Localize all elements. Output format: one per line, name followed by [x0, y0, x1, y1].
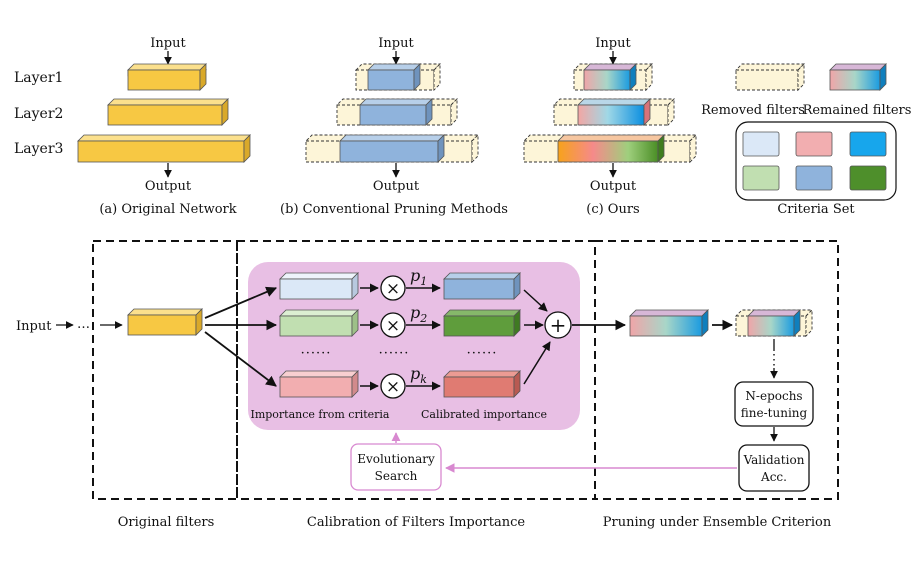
input-dots: … — [77, 317, 90, 332]
criteria-swatch-3 — [849, 131, 887, 157]
prob-label-k: pk — [410, 364, 427, 386]
section-label-pruning: Pruning under Ensemble Criterion — [603, 515, 832, 530]
vertical-dots: ⋮ — [767, 352, 781, 368]
pruned-filter-block — [734, 308, 814, 338]
frame-original-filters — [92, 240, 238, 500]
filter-block-layer3-a — [77, 134, 251, 163]
panel-conventional-pruning: Input — [280, 36, 508, 217]
validation-line-2: Acc. — [760, 470, 787, 484]
validation-box: Validation Acc. — [738, 444, 810, 492]
criterion-block-k — [279, 370, 359, 398]
multiply-symbol-1: × — [386, 279, 400, 299]
caption-c: (c) Ours — [586, 202, 639, 217]
panel-ours: Input — [522, 36, 698, 217]
layer1-label: Layer1 — [14, 70, 63, 86]
output-label-a: Output — [145, 179, 192, 194]
criteria-swatch-1 — [742, 131, 780, 157]
layer2-label: Layer2 — [14, 106, 63, 122]
remained-block-layer2-b — [359, 98, 433, 126]
filter-block-layer2-a — [107, 98, 229, 126]
panel-original-network: Input Layer1 Layer2 Layer3 Output (a) Or… — [14, 36, 251, 217]
criterion-block-2 — [279, 309, 359, 337]
criteria-set-title: Criteria Set — [777, 202, 855, 217]
remained-block-layer3-c — [557, 134, 665, 163]
remained-block-layer1-c — [583, 63, 637, 91]
row-ellipsis-3: ······ — [467, 346, 498, 361]
finetune-box: N-epochs fine-tuning — [734, 381, 814, 427]
criteria-swatch-4 — [742, 165, 780, 191]
input-label-b: Input — [378, 36, 414, 51]
multiply-op-2: × — [380, 312, 406, 338]
prob-label-2: p2 — [410, 303, 427, 325]
evo-search-line-1: Evolutionary — [357, 452, 435, 466]
legend: Removed filters Remained filters Criteri… — [701, 62, 912, 217]
sum-op: + — [544, 311, 572, 339]
prob-label-1: p1 — [410, 266, 427, 288]
validation-line-1: Validation — [743, 453, 805, 467]
layer3-label: Layer3 — [14, 141, 63, 157]
legend-removed-label: Removed filters — [701, 103, 805, 118]
filter-block-layer1-a — [127, 63, 207, 91]
finetune-line-1: N-epochs — [745, 389, 802, 403]
row-ellipsis-1: ······ — [301, 346, 332, 361]
legend-removed-swatch — [734, 62, 806, 92]
row-ellipsis-2: ······ — [379, 346, 410, 361]
remained-block-layer1-b — [367, 63, 421, 91]
multiply-op-1: × — [380, 275, 406, 301]
remained-block-layer2-c — [577, 98, 651, 126]
plus-symbol: + — [550, 313, 567, 337]
criteria-swatch-2 — [795, 131, 833, 157]
section-label-calibration: Calibration of Filters Importance — [307, 515, 526, 530]
importance-from-criteria-label: Importance from criteria — [250, 408, 389, 421]
output-label-c: Output — [590, 179, 637, 194]
legend-remained-swatch — [829, 63, 887, 91]
criteria-swatch-6 — [849, 165, 887, 191]
original-filter-block — [127, 308, 203, 336]
multiply-op-k: × — [380, 373, 406, 399]
calibrated-block-2 — [443, 309, 521, 337]
criterion-block-1 — [279, 272, 359, 300]
frame-pruning — [594, 240, 839, 500]
caption-b: (b) Conventional Pruning Methods — [280, 202, 508, 217]
caption-a: (a) Original Network — [99, 202, 236, 217]
remained-block-layer3-b — [339, 134, 445, 163]
output-label-b: Output — [373, 179, 420, 194]
multiply-symbol-2: × — [386, 316, 400, 336]
ensemble-filter-block — [629, 309, 709, 337]
multiply-symbol-k: × — [386, 377, 400, 397]
calibrated-importance-label: Calibrated importance — [421, 408, 547, 421]
legend-remained-label: Remained filters — [803, 103, 912, 118]
evolutionary-search-box: Evolutionary Search — [350, 443, 442, 491]
finetune-line-2: fine-tuning — [741, 406, 808, 420]
input-label-a: Input — [150, 36, 186, 51]
calibrated-block-1 — [443, 272, 521, 300]
bottom-input-label: Input — [16, 319, 52, 334]
calibrated-block-k — [443, 370, 521, 398]
criteria-swatch-5 — [795, 165, 833, 191]
input-label-c: Input — [595, 36, 631, 51]
evo-search-line-2: Search — [375, 469, 418, 483]
section-label-original-filters: Original filters — [118, 515, 215, 530]
